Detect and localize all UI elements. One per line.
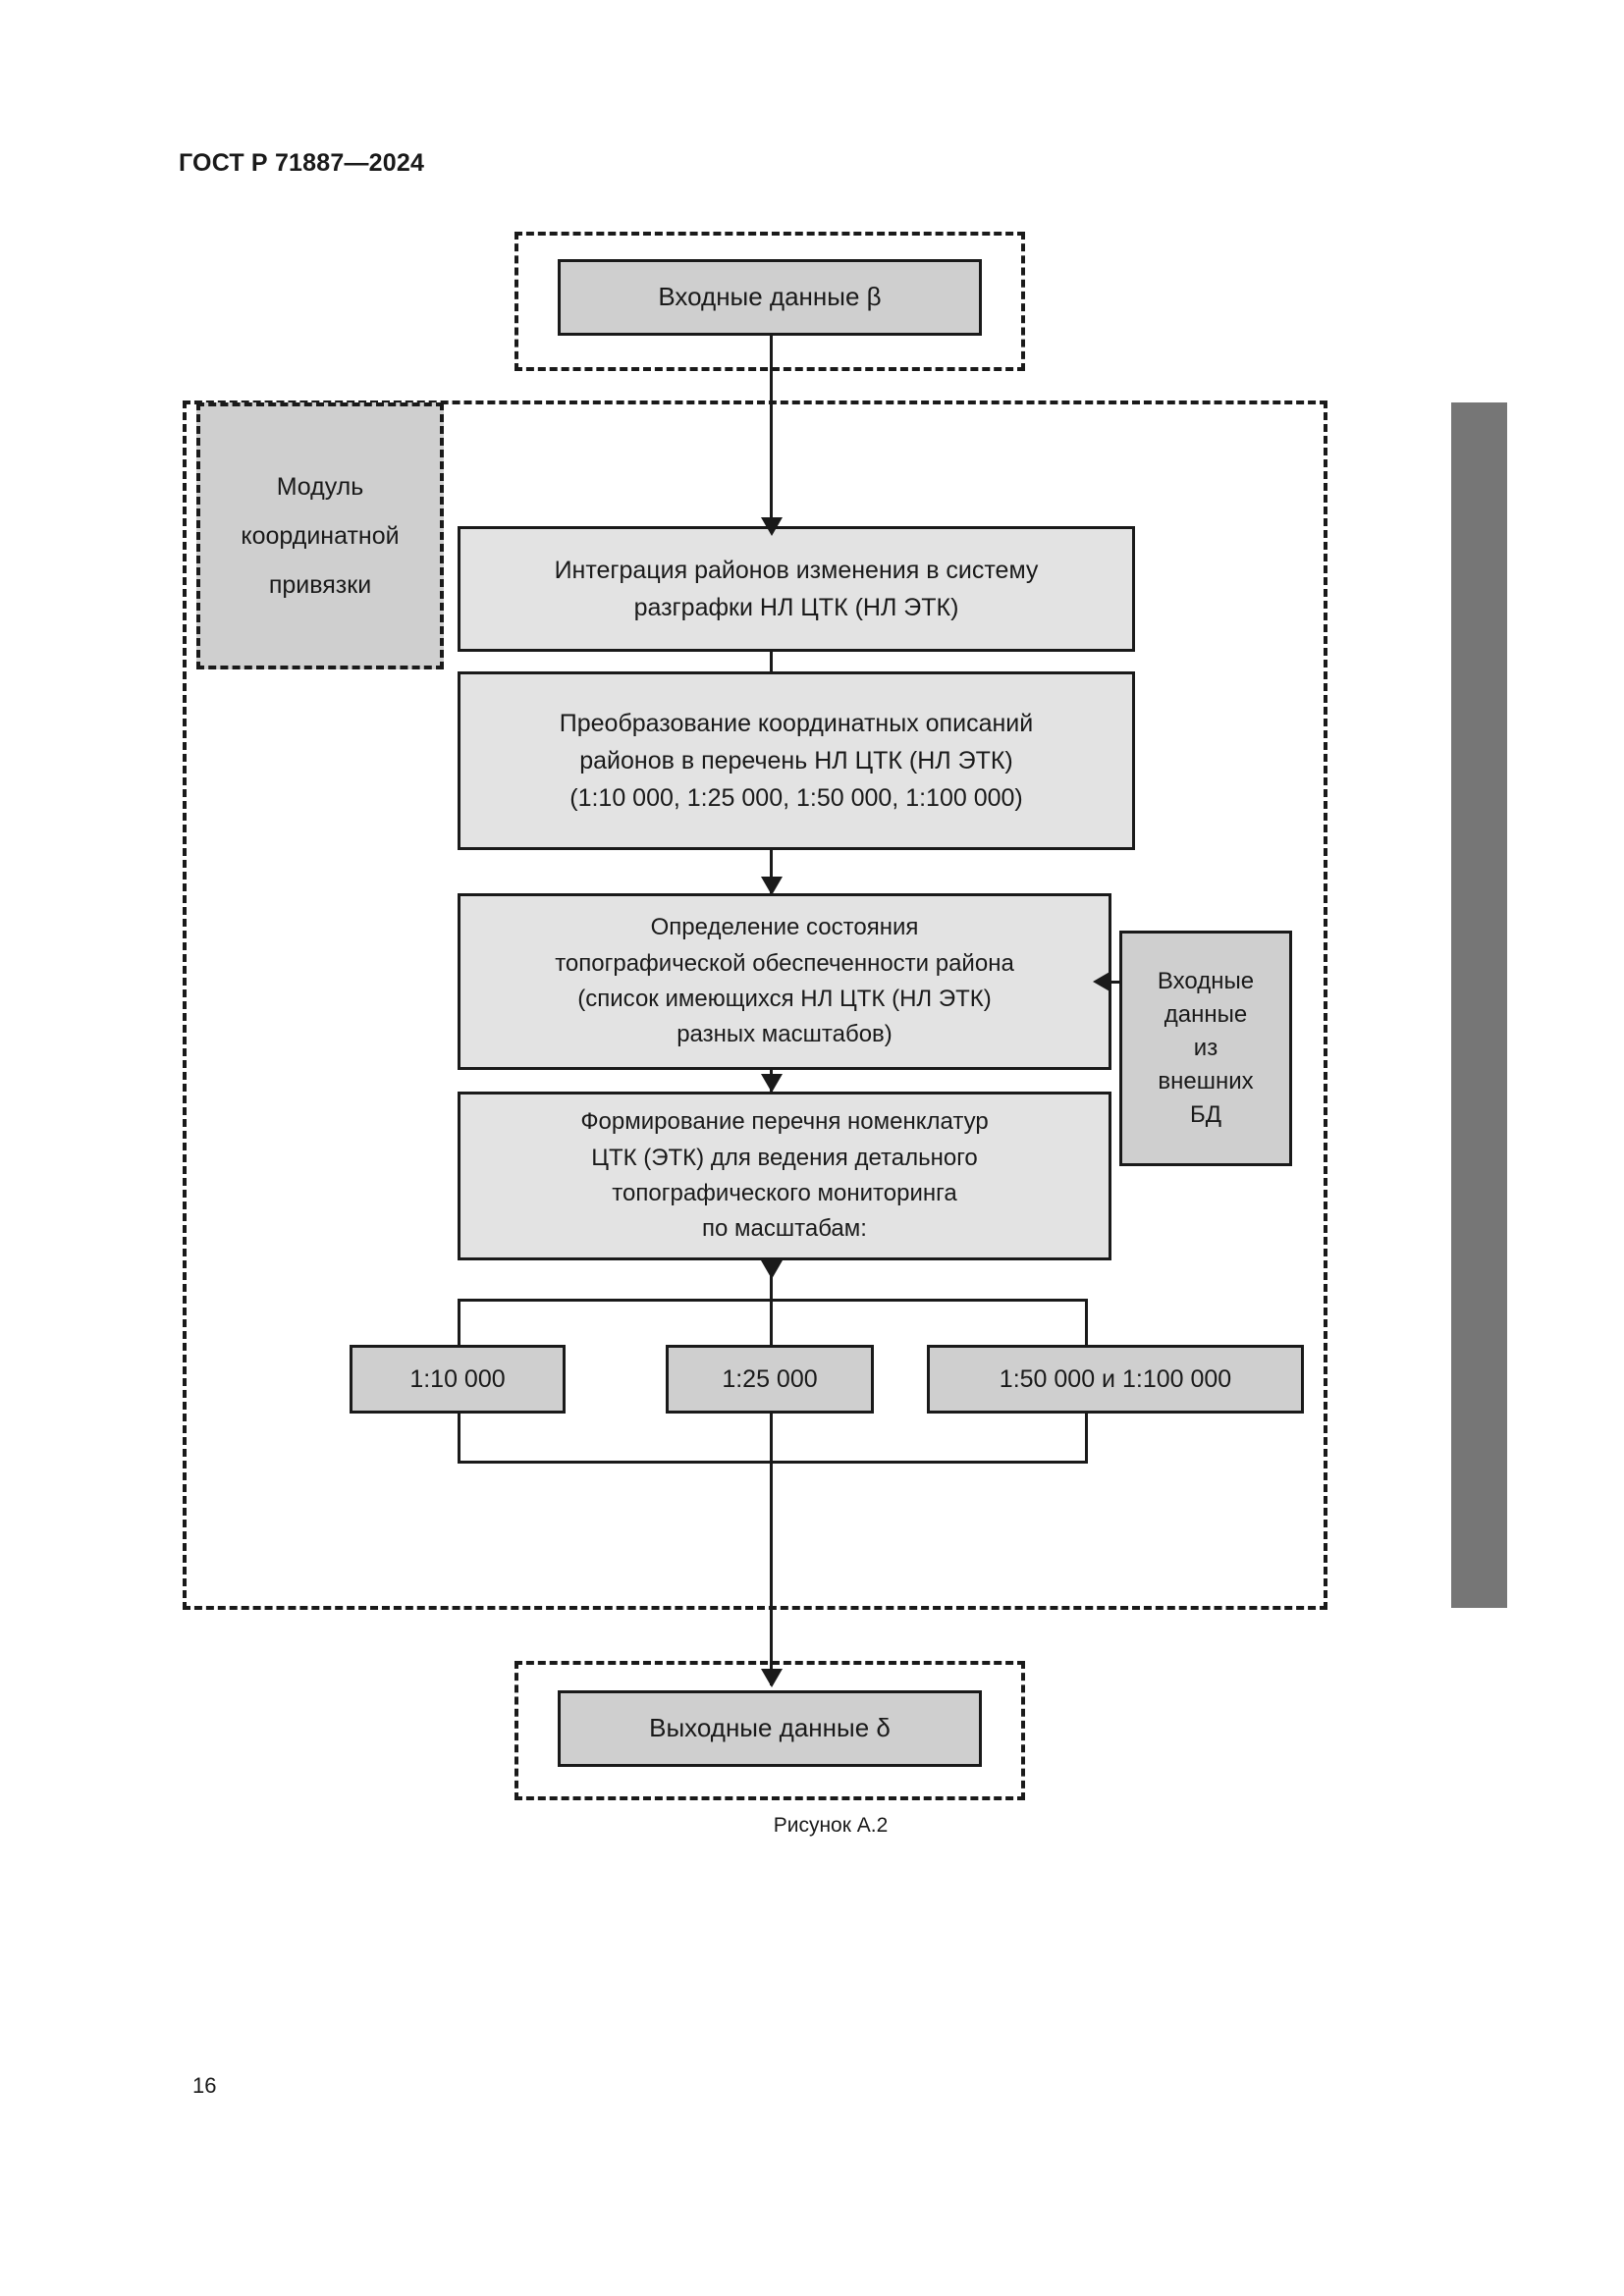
standard-header: ГОСТ Р 71887—2024	[179, 149, 425, 177]
external-db-line-2: данные	[1164, 1000, 1248, 1028]
scale-node-3-label: 1:50 000 и 1:100 000	[999, 1365, 1232, 1393]
output-data-node: Выходные данные δ	[558, 1690, 982, 1767]
state-line-1: Определение состояния	[650, 914, 919, 941]
scale-node-1-label: 1:10 000	[409, 1365, 506, 1393]
merge-leg-scale-1	[458, 1412, 460, 1463]
state-line-2: топографической обеспеченности района	[555, 949, 1014, 977]
module-label-box-border	[196, 402, 444, 669]
conversion-line-3: (1:10 000, 1:25 000, 1:50 000, 1:100 000…	[569, 784, 1023, 812]
conversion-line-2: районов в перечень НЛ ЦТК (НЛ ЭТК)	[579, 747, 1013, 774]
arrow-external-db-to-state	[1093, 971, 1111, 992]
input-data-label: Входные данные β	[658, 282, 882, 312]
external-db-line-4: внешних	[1158, 1068, 1254, 1095]
process-node-integration: Интеграция районов изменения в систему р…	[458, 526, 1135, 652]
input-data-node: Входные данные β	[558, 259, 982, 336]
state-line-4: разных масштабов)	[677, 1021, 893, 1048]
arrow-nomenclature-fanout	[761, 1260, 783, 1279]
nomenclature-line-2: ЦТК (ЭТК) для ведения детального	[591, 1144, 978, 1171]
fanout-leg-scale-3	[1085, 1299, 1088, 1347]
merge-leg-scale-2	[770, 1412, 773, 1463]
module-label-line-3: привязки	[268, 571, 372, 599]
arrow-conversion-to-state	[761, 877, 783, 895]
merge-leg-scale-3	[1085, 1412, 1088, 1463]
scale-node-2-label: 1:25 000	[722, 1365, 818, 1393]
arrow-merge-to-output	[761, 1669, 783, 1687]
arrow-state-to-nomenclature	[761, 1074, 783, 1093]
connector-integration-to-conversion	[770, 648, 773, 673]
page-edge-bar	[1451, 402, 1507, 1608]
module-label-box: Модуль координатной привязки	[196, 402, 444, 669]
scale-node-2: 1:25 000	[666, 1345, 874, 1414]
external-db-line-5: БД	[1189, 1101, 1221, 1129]
connector-nomenclature-stem	[770, 1258, 773, 1300]
connector-external-db-state-shaft	[1111, 981, 1119, 984]
figure-caption: Рисунок А.2	[773, 1814, 889, 1837]
page-number: 16	[192, 2073, 217, 2098]
process-node-state-determination: Определение состояния топографической об…	[458, 893, 1111, 1070]
figure-caption-container: Рисунок А.2	[0, 1814, 1624, 1838]
nomenclature-line-4: по масштабам:	[702, 1215, 867, 1243]
conversion-line-1: Преобразование координатных описаний	[559, 710, 1034, 737]
connector-conversion-to-state	[770, 848, 773, 895]
process-node-nomenclature-forming: Формирование перечня номенклатур ЦТК (ЭТ…	[458, 1092, 1111, 1260]
module-label-line-2: координатной	[241, 522, 400, 550]
external-db-line-3: из	[1193, 1034, 1218, 1061]
output-data-label: Выходные данные δ	[649, 1713, 891, 1743]
merge-collector-bar	[458, 1461, 1088, 1464]
state-line-3: (список имеющихся НЛ ЦТК (НЛ ЭТК)	[577, 986, 992, 1012]
scale-node-3: 1:50 000 и 1:100 000	[927, 1345, 1304, 1414]
nomenclature-line-3: топографического мониторинга	[612, 1180, 957, 1206]
integration-line-2: разграфки НЛ ЦТК (НЛ ЭТК)	[633, 594, 959, 621]
connector-input-to-integration	[770, 336, 773, 536]
process-node-conversion: Преобразование координатных описаний рай…	[458, 671, 1135, 850]
module-dashed-container	[183, 400, 1327, 1610]
fanout-leg-scale-2	[770, 1299, 773, 1347]
module-label-line-1: Модуль	[276, 473, 364, 501]
connector-merge-to-output	[770, 1461, 773, 1685]
arrow-input-to-integration	[761, 517, 783, 536]
nomenclature-line-1: Формирование перечня номенклатур	[580, 1108, 989, 1136]
fanout-leg-scale-1	[458, 1299, 460, 1347]
external-db-node: Входные данные из внешних БД	[1119, 931, 1292, 1166]
scale-node-1: 1:10 000	[350, 1345, 566, 1414]
integration-line-1: Интеграция районов изменения в систему	[554, 557, 1039, 584]
fanout-distribution-bar	[458, 1299, 1088, 1302]
external-db-line-1: Входные	[1157, 967, 1255, 994]
